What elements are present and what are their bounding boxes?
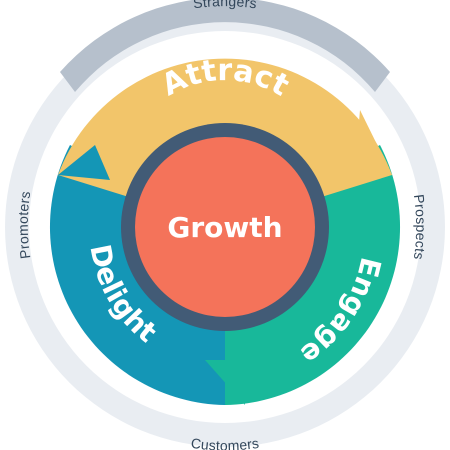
label-promoters: Promoters xyxy=(15,190,34,260)
label-customers: Customers xyxy=(190,435,260,450)
outer-ring-top-band xyxy=(60,0,390,92)
center-circle xyxy=(135,137,315,317)
attract-arrow xyxy=(355,110,392,175)
label-prospects: Prospects xyxy=(411,193,429,260)
delight-arrow xyxy=(58,145,110,180)
label-strangers: Strangers xyxy=(192,0,258,11)
engage-arrow xyxy=(205,360,245,405)
label-growth: Growth xyxy=(167,211,282,244)
